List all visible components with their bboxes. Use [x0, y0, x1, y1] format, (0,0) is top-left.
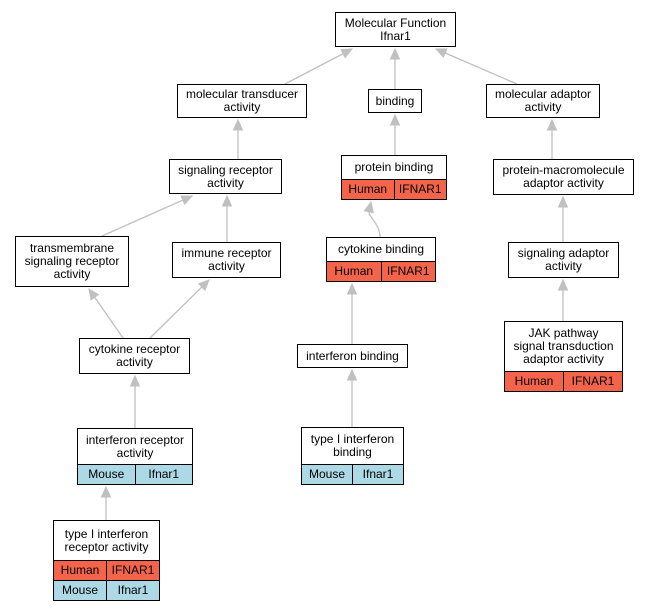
annotation-row-human: Human IFNAR1 — [505, 371, 622, 391]
go-term-label: interferon receptor activity — [85, 432, 185, 460]
gene-cell: IFNAR1 — [106, 561, 159, 580]
go-term-label: immune receptor activity — [181, 246, 272, 273]
annotation-row-mouse: Mouse Ifnar1 — [54, 580, 159, 600]
go-term-transmem[interactable]: transmembrane signaling receptor activit… — [15, 236, 129, 287]
go-term-label: cytokine binding — [337, 242, 425, 256]
go-term-transducer[interactable]: molecular transducer activity — [177, 84, 307, 118]
species-cell: Human — [348, 182, 388, 196]
arrowhead-t1bind-to-ifnbind — [346, 368, 358, 381]
go-term-protmacro[interactable]: protein-macromolecule adaptor activity — [493, 159, 634, 195]
species-cell: Human — [334, 264, 374, 278]
arrowhead-cytorec-to-immune — [197, 279, 210, 292]
edge-adaptor-to-mf — [444, 52, 518, 85]
arrowhead-transducer-to-mf — [340, 48, 354, 59]
go-term-sigrec[interactable]: signaling receptor activity — [169, 159, 282, 194]
gene-cell: IFNAR1 — [563, 372, 622, 391]
go-term-label: cytokine receptor activity — [88, 342, 181, 369]
gene-cell: IFNAR1 — [393, 180, 447, 199]
go-term-label: signaling adaptor activity — [517, 246, 610, 273]
gene-cell: Ifnar1 — [352, 465, 403, 484]
go-term-label: molecular adaptor activity — [494, 87, 592, 114]
species-cell: Mouse — [308, 467, 346, 481]
arrowhead-sigadapt-to-protmacro — [557, 195, 569, 208]
go-term-immune[interactable]: immune receptor activity — [172, 242, 281, 278]
edge-cytorec-to-transmem — [94, 296, 124, 339]
go-term-mf[interactable]: Molecular Function Ifnar1 — [335, 12, 456, 47]
species-cell: Mouse — [61, 583, 99, 597]
go-term-label: protein-macromolecule adaptor activity — [502, 163, 625, 190]
arrowhead-ifnrec-to-cytorec — [129, 374, 141, 387]
go-term-adaptor[interactable]: molecular adaptor activity — [486, 84, 600, 118]
go-term-cytorec[interactable]: cytokine receptor activity — [79, 338, 190, 374]
edge-transducer-to-mf — [284, 53, 344, 85]
go-term-label: JAK pathway signal transduction adaptor … — [513, 326, 614, 366]
arrowhead-ifnbind-to-cytobind — [346, 282, 358, 295]
arrowhead-protmacro-to-adaptor — [546, 118, 558, 131]
arrowhead-transmem-to-sigrec — [180, 195, 194, 206]
arrowhead-cytorec-to-transmem — [88, 287, 100, 301]
gene-cell: Ifnar1 — [134, 465, 193, 484]
go-term-sigadapt[interactable]: signaling adaptor activity — [508, 242, 619, 278]
arrowhead-binding-to-mf — [389, 47, 401, 60]
go-term-ifnbind[interactable]: interferon binding — [297, 344, 408, 368]
edge-transmem-to-sigrec — [101, 199, 184, 237]
gene-cell: IFNAR1 — [380, 262, 436, 281]
annotation-row-human: Human IFNAR1 — [54, 560, 159, 580]
arrowhead-protbind-to-binding — [389, 113, 401, 126]
go-term-label: molecular transducer activity — [185, 87, 299, 114]
annotation-row-mouse: Mouse Ifnar1 — [78, 464, 192, 484]
go-term-binding[interactable]: binding — [368, 89, 422, 113]
arrowhead-sigrec-to-transducer — [232, 118, 244, 131]
annotation-row-human: Human IFNAR1 — [327, 261, 435, 281]
arrowhead-immune-to-sigrec — [221, 194, 233, 207]
annotation-row-human: Human IFNAR1 — [342, 179, 446, 199]
go-term-label: type I interferon binding — [310, 432, 395, 459]
arrowhead-adaptor-to-mf — [434, 48, 448, 59]
arrowhead-t1rec-to-ifnrec — [100, 485, 112, 498]
go-term-label: transmembrane signaling receptor activit… — [24, 241, 120, 281]
go-term-label: interferon binding — [306, 348, 399, 363]
go-term-label: Molecular Function Ifnar1 — [344, 15, 447, 43]
species-cell: Human — [60, 563, 100, 577]
go-term-label: signaling receptor activity — [178, 162, 273, 190]
species-cell: Mouse — [88, 467, 125, 481]
gene-cell: Ifnar1 — [106, 581, 159, 600]
go-term-label: protein binding — [354, 160, 434, 174]
go-term-jak[interactable]: JAK pathway signal transduction adaptor … — [504, 321, 623, 392]
edge-cytobind-to-protbind — [368, 211, 381, 238]
go-term-label: type I interferon receptor activity — [64, 526, 149, 554]
species-cell: Human — [514, 374, 554, 388]
arrowhead-cytobind-to-protbind — [363, 200, 374, 214]
arrowhead-jak-to-sigadapt — [557, 278, 569, 291]
annotation-row-mouse: Mouse Ifnar1 — [302, 464, 403, 484]
go-term-label: binding — [375, 93, 415, 108]
edge-cytorec-to-immune — [149, 286, 203, 339]
